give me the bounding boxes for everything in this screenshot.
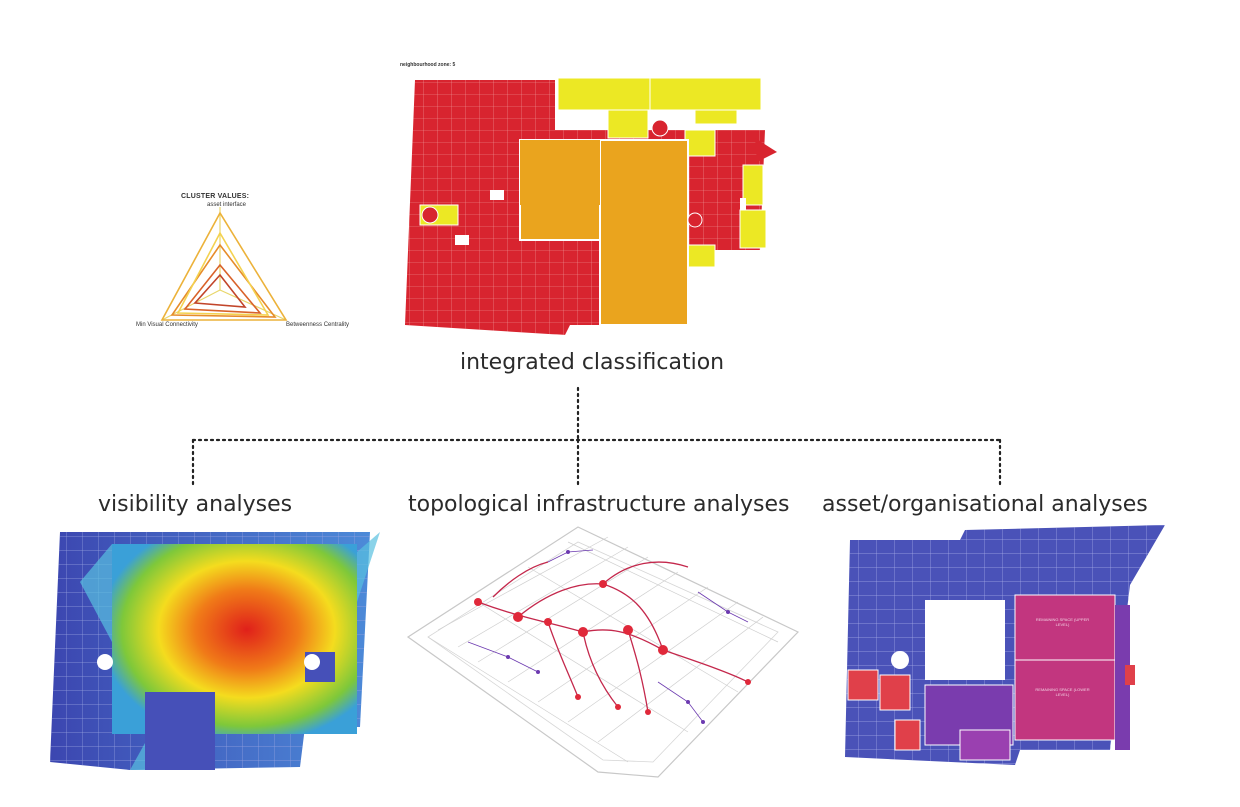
visibility-round-room-1: [97, 654, 113, 670]
red-round-room-3: [687, 212, 703, 228]
white-gap-3: [740, 198, 746, 210]
asset-magenta-lower: [1014, 659, 1116, 741]
classification-caption: integrated classification: [460, 350, 725, 375]
network-node: [513, 612, 523, 622]
visibility-round-room-2: [304, 654, 320, 670]
yellow-cell-7: [739, 209, 767, 249]
network-node: [578, 627, 588, 637]
network-grey-lines: [427, 536, 779, 763]
network-node-small: [686, 700, 690, 704]
asset-round-room: [891, 651, 909, 669]
radar-series-5: [176, 231, 270, 316]
network-node: [615, 704, 621, 710]
yellow-cell-3: [684, 129, 716, 157]
network-node-small: [726, 610, 730, 614]
network-node: [544, 618, 552, 626]
visibility-map: [50, 532, 380, 770]
label-topological-analyses: topological infrastructure analyses: [408, 492, 790, 517]
radar-title: CLUSTER VALUES:: [181, 193, 250, 200]
radar-series: [160, 211, 288, 321]
network-node: [645, 709, 651, 715]
radar-axis-label-right: Betweenness Centrality: [286, 322, 350, 328]
asset-room-label-lower: REMAINING SPACE (LOWER LEVEL): [1035, 687, 1090, 697]
asset-magenta-upper: [1014, 594, 1116, 661]
asset-red-block-3: [894, 719, 921, 751]
asset-void: [925, 600, 1005, 680]
network-node: [658, 645, 668, 655]
radar-chart: [160, 207, 288, 321]
white-gap-2: [455, 235, 469, 245]
radar-series-4: [193, 273, 247, 308]
network-plan-outline: [406, 526, 800, 778]
orange-zone-main: [599, 139, 689, 326]
radar-axis-label-left: Min Visual Connectivity: [136, 322, 198, 328]
visibility-cyan-wedge-left: [80, 544, 112, 642]
asset-room-label-upper: REMAINING SPACE (UPPER LEVEL): [1035, 617, 1090, 627]
radar-series-1: [160, 211, 288, 321]
network-node: [599, 580, 607, 588]
yellow-cell-6: [742, 164, 764, 206]
asset-red-block-4: [1125, 665, 1135, 685]
network-edges-purple: [467, 549, 749, 723]
asset-purple-block-2: [959, 729, 1011, 761]
network-node: [745, 679, 751, 685]
red-round-room-2: [421, 206, 439, 224]
network-node-small: [506, 655, 510, 659]
classification-map: [405, 77, 777, 335]
network-nodes-purple: [506, 550, 730, 724]
network-node: [623, 625, 633, 635]
asset-red-block-1: [847, 669, 879, 701]
network-node-small: [536, 670, 540, 674]
network-node: [575, 694, 581, 700]
network-nodes: [474, 580, 751, 715]
visibility-cyan-wedge-right: [357, 532, 380, 602]
asset-map: REMAINING SPACE (UPPER LEVEL) REMAINING …: [840, 525, 1170, 770]
network-node: [474, 598, 482, 606]
radar-series-3: [183, 263, 262, 314]
visibility-blue-block: [145, 692, 215, 770]
network-node-small: [566, 550, 570, 554]
asset-map-svg: [845, 525, 1165, 765]
white-gap-1: [490, 190, 504, 200]
label-asset-analyses: asset/organisational analyses: [822, 492, 1148, 517]
classification-legend: neighbourhood zone: 5: [400, 62, 456, 68]
topological-network-map: [406, 526, 800, 778]
network-edges: [477, 561, 749, 713]
yellow-cell-1: [607, 109, 649, 139]
asset-red-block-2: [879, 674, 911, 711]
network-node-small: [701, 720, 705, 724]
radar-axis-label-top: asset interface: [207, 202, 247, 208]
orange-zone-center: [520, 140, 600, 205]
network-plan-inner: [427, 541, 779, 763]
yellow-cell-2: [694, 109, 738, 125]
red-round-room-1: [651, 119, 669, 137]
asset-purple-strip: [1115, 605, 1130, 750]
label-visibility-analyses: visibility analyses: [98, 492, 293, 517]
red-arrow-block: [755, 138, 777, 162]
